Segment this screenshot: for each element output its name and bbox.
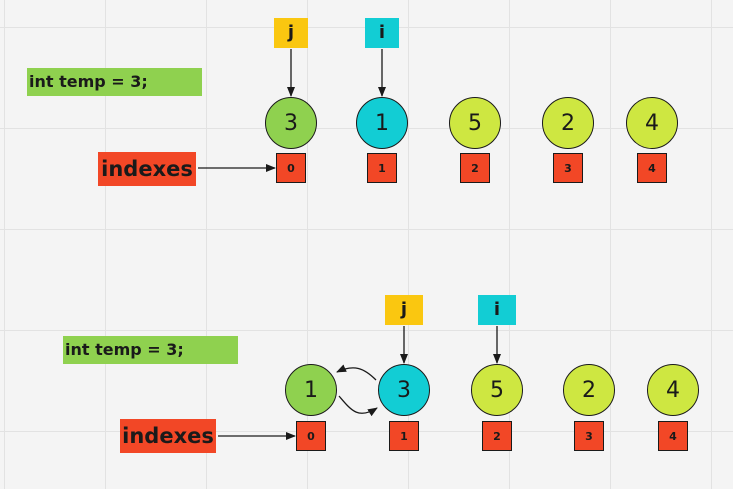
array-node: 5 (471, 364, 523, 416)
array-node: 1 (356, 97, 408, 149)
index-box: 4 (658, 421, 688, 451)
array-node: 4 (626, 97, 678, 149)
index-box: 3 (553, 153, 583, 183)
index-box: 1 (367, 153, 397, 183)
array-node: 5 (449, 97, 501, 149)
array-node: 2 (542, 97, 594, 149)
array-node: 3 (378, 364, 430, 416)
index-box: 0 (276, 153, 306, 183)
index-box: 4 (637, 153, 667, 183)
array-node: 4 (647, 364, 699, 416)
pointer-j-tag: j (274, 18, 308, 48)
indexes-label: indexes (98, 152, 196, 186)
array-node: 2 (563, 364, 615, 416)
index-box: 0 (296, 421, 326, 451)
pointer-i-tag: i (365, 18, 399, 48)
temp-variable-label: int temp = 3; (27, 68, 202, 96)
pointer-i-tag: i (478, 295, 516, 325)
indexes-label: indexes (120, 419, 216, 453)
array-node: 1 (285, 364, 337, 416)
pointer-j-tag: j (385, 295, 423, 325)
index-box: 3 (574, 421, 604, 451)
array-node: 3 (265, 97, 317, 149)
index-box: 1 (389, 421, 419, 451)
temp-variable-label: int temp = 3; (63, 336, 238, 364)
index-box: 2 (482, 421, 512, 451)
index-box: 2 (460, 153, 490, 183)
